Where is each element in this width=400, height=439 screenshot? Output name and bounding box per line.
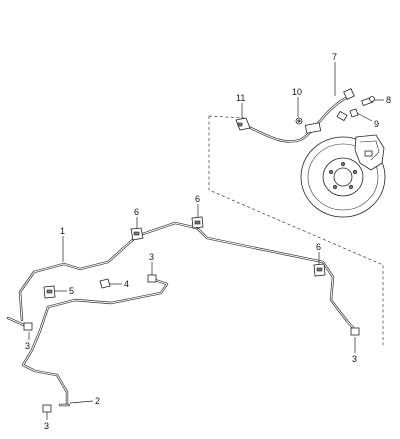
pipe-clip-6a [130, 227, 144, 241]
union-nut-3c [350, 327, 360, 336]
pipe-clip-6b [191, 216, 204, 229]
callout-4: 4 [124, 279, 129, 289]
callout-3d: 3 [44, 421, 49, 431]
callout-7: 7 [332, 52, 337, 62]
callout-6b: 6 [195, 194, 200, 204]
brake-pipe-secondary [21, 277, 169, 407]
pipe-clip-5 [43, 285, 56, 299]
callout-3a: 3 [25, 341, 30, 351]
callout-6c: 6 [316, 242, 321, 252]
brake-assembly-dashed-frame [208, 115, 384, 345]
bolt-10 [295, 117, 303, 125]
callout-5: 5 [69, 286, 74, 296]
callout-2: 2 [95, 396, 100, 406]
callout-8: 8 [386, 95, 391, 105]
union-nut-3d [42, 404, 52, 413]
hose-bracket [235, 117, 251, 131]
callout-1: 1 [60, 226, 65, 236]
union-nut-3a [23, 322, 33, 331]
brake-hose [244, 88, 355, 143]
bolt-8 [361, 96, 375, 107]
brake-pipe-main [6, 221, 358, 333]
brake-caliper [354, 134, 385, 171]
callout-3b: 3 [149, 252, 154, 262]
callout-3c: 3 [352, 354, 357, 364]
pipe-clip-6c [313, 263, 326, 277]
callout-6a: 6 [134, 207, 139, 217]
union-nut-3b [147, 274, 157, 283]
pipe-clip-4 [99, 278, 111, 289]
clip-9 [349, 108, 359, 118]
callout-9: 9 [374, 119, 379, 129]
callout-10: 10 [292, 87, 302, 97]
callout-11: 11 [236, 93, 245, 103]
leader-lines [28, 62, 384, 420]
callout-labels: 1 2 3 3 3 3 4 5 6 6 6 7 8 9 10 11 [25, 52, 391, 431]
